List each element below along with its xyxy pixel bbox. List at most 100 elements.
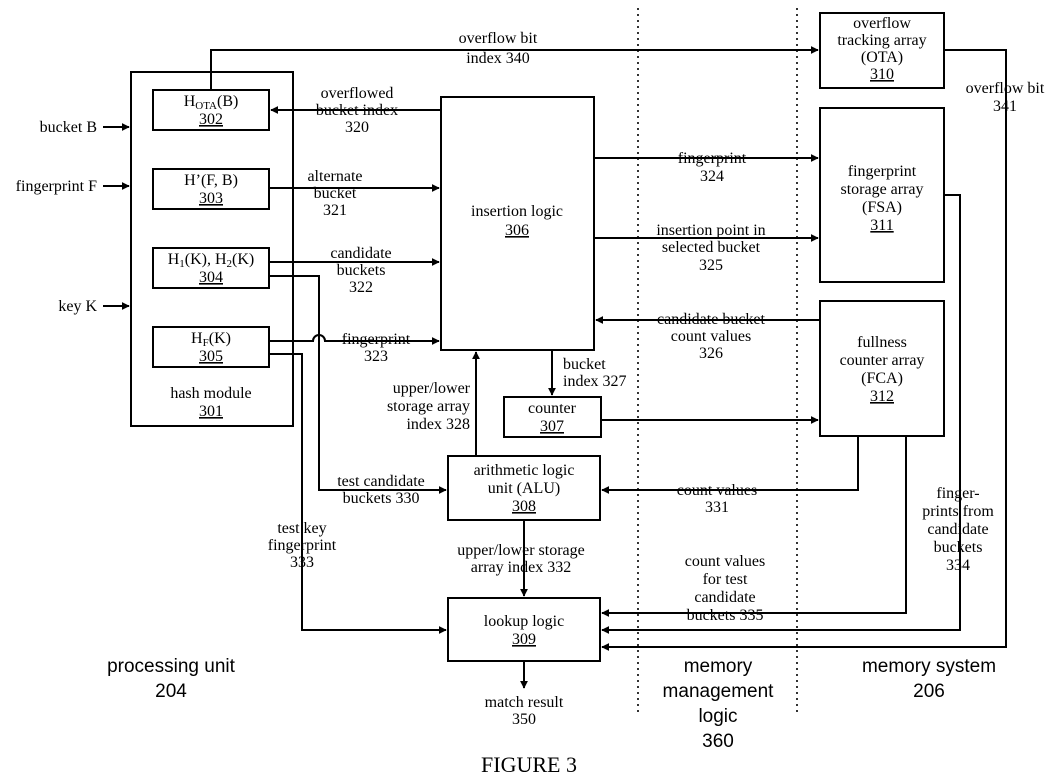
counter-box: [503, 396, 602, 438]
fingerprints-from-candidates-label-line3: candidate: [927, 521, 988, 538]
hash-function-fingerprint-name: HF(K): [191, 330, 231, 349]
hash-function-candidates-number: 304: [199, 269, 223, 286]
hash-function-candidates-name: H1(K), H2(K): [168, 251, 255, 270]
memory-management-number: 360: [702, 731, 734, 752]
overflow-bit-index-arrow: [210, 46, 819, 90]
bucket-index-label-line1: bucket: [563, 356, 606, 373]
hash-function-ota-name: HOTA(B): [184, 93, 239, 112]
overflow-bit-arrow: [601, 49, 1007, 651]
memory-management-label-line2: management: [663, 681, 775, 702]
figure-caption: FIGURE 3: [481, 752, 577, 777]
hash-function-alternate-name: H’(F, B): [184, 172, 238, 189]
insertion-logic-number: 306: [505, 222, 529, 239]
hash-function-ota-box: [152, 89, 270, 131]
fca-label-line3: (FCA): [861, 370, 903, 387]
alu-label-line1: arithmetic logic: [474, 462, 575, 479]
match-result-label-line1: match result: [485, 694, 564, 711]
overflowed-bucket-index-label-line1: overflowed: [321, 85, 394, 102]
fingerprints-from-candidates-label-line1: finger-: [936, 485, 979, 502]
fca-label-line2: counter array: [840, 352, 925, 369]
lookup-logic-label: lookup logic: [484, 613, 564, 630]
count-values-test-label-line2: for test: [703, 571, 748, 588]
fingerprint-323-label-line1: fingerprint: [342, 331, 411, 348]
test-key-fingerprint-label-line2: fingerprint: [268, 537, 337, 554]
lookup-logic-number: 309: [512, 631, 536, 648]
overflow-bit-index-label-line2: index 340: [466, 50, 530, 67]
memory-system-label: memory system: [862, 656, 996, 677]
test-key-fingerprint-label-line3: 333: [290, 554, 314, 571]
ota-label-line2: tracking array: [837, 32, 926, 49]
fca-box: [819, 300, 945, 437]
candidate-bucket-count-values-label-line1: candidate bucket: [657, 311, 766, 328]
count-values-test-label-line3: candidate: [694, 589, 755, 606]
fingerprint-324-label-line1: fingerprint: [678, 150, 747, 167]
fingerprint-323-label-line2: 323: [364, 348, 388, 365]
overflowed-bucket-index-label-line2: bucket index: [316, 102, 398, 119]
insertion-point-label-line1: insertion point in: [656, 222, 765, 239]
hash-function-fingerprint-box: [152, 326, 270, 368]
upper-lower-328-label-line1: upper/lower: [393, 380, 471, 397]
insertion-logic-box: [440, 96, 595, 351]
ota-label-line3: (OTA): [861, 49, 903, 66]
fsa-label-line3: (FSA): [862, 199, 902, 216]
memory-management-label-line3: logic: [698, 706, 737, 727]
alu-number: 308: [512, 498, 536, 515]
bucket-input-label: bucket B: [40, 119, 97, 136]
upper-lower-328-label-line3: index 328: [406, 416, 470, 433]
count-values-331-label-line2: 331: [705, 499, 729, 516]
memory-management-label-line1: memory: [684, 656, 753, 677]
overflow-bit-index-label-line1: overflow bit: [459, 30, 538, 47]
test-key-fingerprint-arrow: [269, 353, 447, 634]
fca-label-line1: fullness: [857, 334, 907, 351]
processing-unit-label: processing unit: [107, 656, 236, 677]
alternate-bucket-label-line3: 321: [323, 202, 347, 219]
count-values-331-label-line1: count values: [677, 482, 757, 499]
test-key-fingerprint-label-line1: test key: [277, 520, 326, 537]
fingerprints-from-candidates-label-line2: prints from: [922, 503, 994, 520]
hash-module-label: hash module: [170, 385, 251, 402]
match-result-label-line2: 350: [512, 711, 536, 728]
counter-number: 307: [540, 418, 564, 435]
candidate-buckets-label-line1: candidate: [330, 245, 391, 262]
overflowed-bucket-index-label-line3: 320: [345, 119, 369, 136]
fingerprints-from-candidates-arrow: [601, 194, 961, 634]
fingerprint-input-label: fingerprint F: [16, 178, 97, 195]
fsa-number: 311: [870, 217, 893, 234]
hash-function-candidates-box: [152, 247, 270, 289]
processing-unit-number: 204: [155, 681, 187, 702]
fingerprints-from-candidates-label-line5: 334: [946, 557, 970, 574]
ota-number: 310: [870, 66, 894, 83]
counter-label: counter: [528, 400, 577, 417]
fsa-label-line2: storage array: [840, 181, 923, 198]
test-candidate-buckets-arrow: [269, 275, 447, 494]
fingerprint-324-label-line2: 324: [700, 168, 724, 185]
count-values-331-arrow: [601, 436, 859, 494]
alternate-bucket-label-line2: bucket: [314, 185, 357, 202]
fingerprints-from-candidates-label-line4: buckets: [934, 539, 983, 556]
count-values-test-arrow: [601, 436, 907, 617]
key-input-label: key K: [58, 298, 97, 315]
insertion-point-label-line3: 325: [699, 257, 723, 274]
test-candidate-buckets-label-line2: buckets 330: [343, 490, 420, 507]
test-candidate-buckets-label-line1: test candidate: [337, 473, 425, 490]
upper-lower-332-label-line1: upper/lower storage: [457, 542, 585, 559]
overflow-bit-label-line2: 341: [993, 98, 1017, 115]
candidate-bucket-count-values-label-line2: count values: [671, 328, 751, 345]
hash-function-alternate-number: 303: [199, 190, 223, 207]
candidate-bucket-count-values-label-line3: 326: [699, 345, 723, 362]
count-values-test-label-line4: buckets 335: [687, 607, 764, 624]
candidate-buckets-label-line3: 322: [349, 279, 373, 296]
insertion-logic-label: insertion logic: [471, 203, 563, 220]
memory-system-number: 206: [913, 681, 945, 702]
hash-function-fingerprint-number: 305: [199, 348, 223, 365]
hash-function-alternate-box: [152, 168, 270, 210]
fsa-label-line1: fingerprint: [848, 163, 917, 180]
upper-lower-328-label-line2: storage array: [387, 398, 470, 415]
fsa-box: [819, 107, 945, 283]
candidate-buckets-label-line2: buckets: [337, 262, 386, 279]
lookup-logic-box: [447, 597, 601, 662]
insertion-point-label-line2: selected bucket: [662, 239, 761, 256]
hash-module-number: 301: [199, 403, 223, 420]
bucket-index-label-line2: index 327: [563, 373, 627, 390]
hash-function-ota-number: 302: [199, 111, 223, 128]
